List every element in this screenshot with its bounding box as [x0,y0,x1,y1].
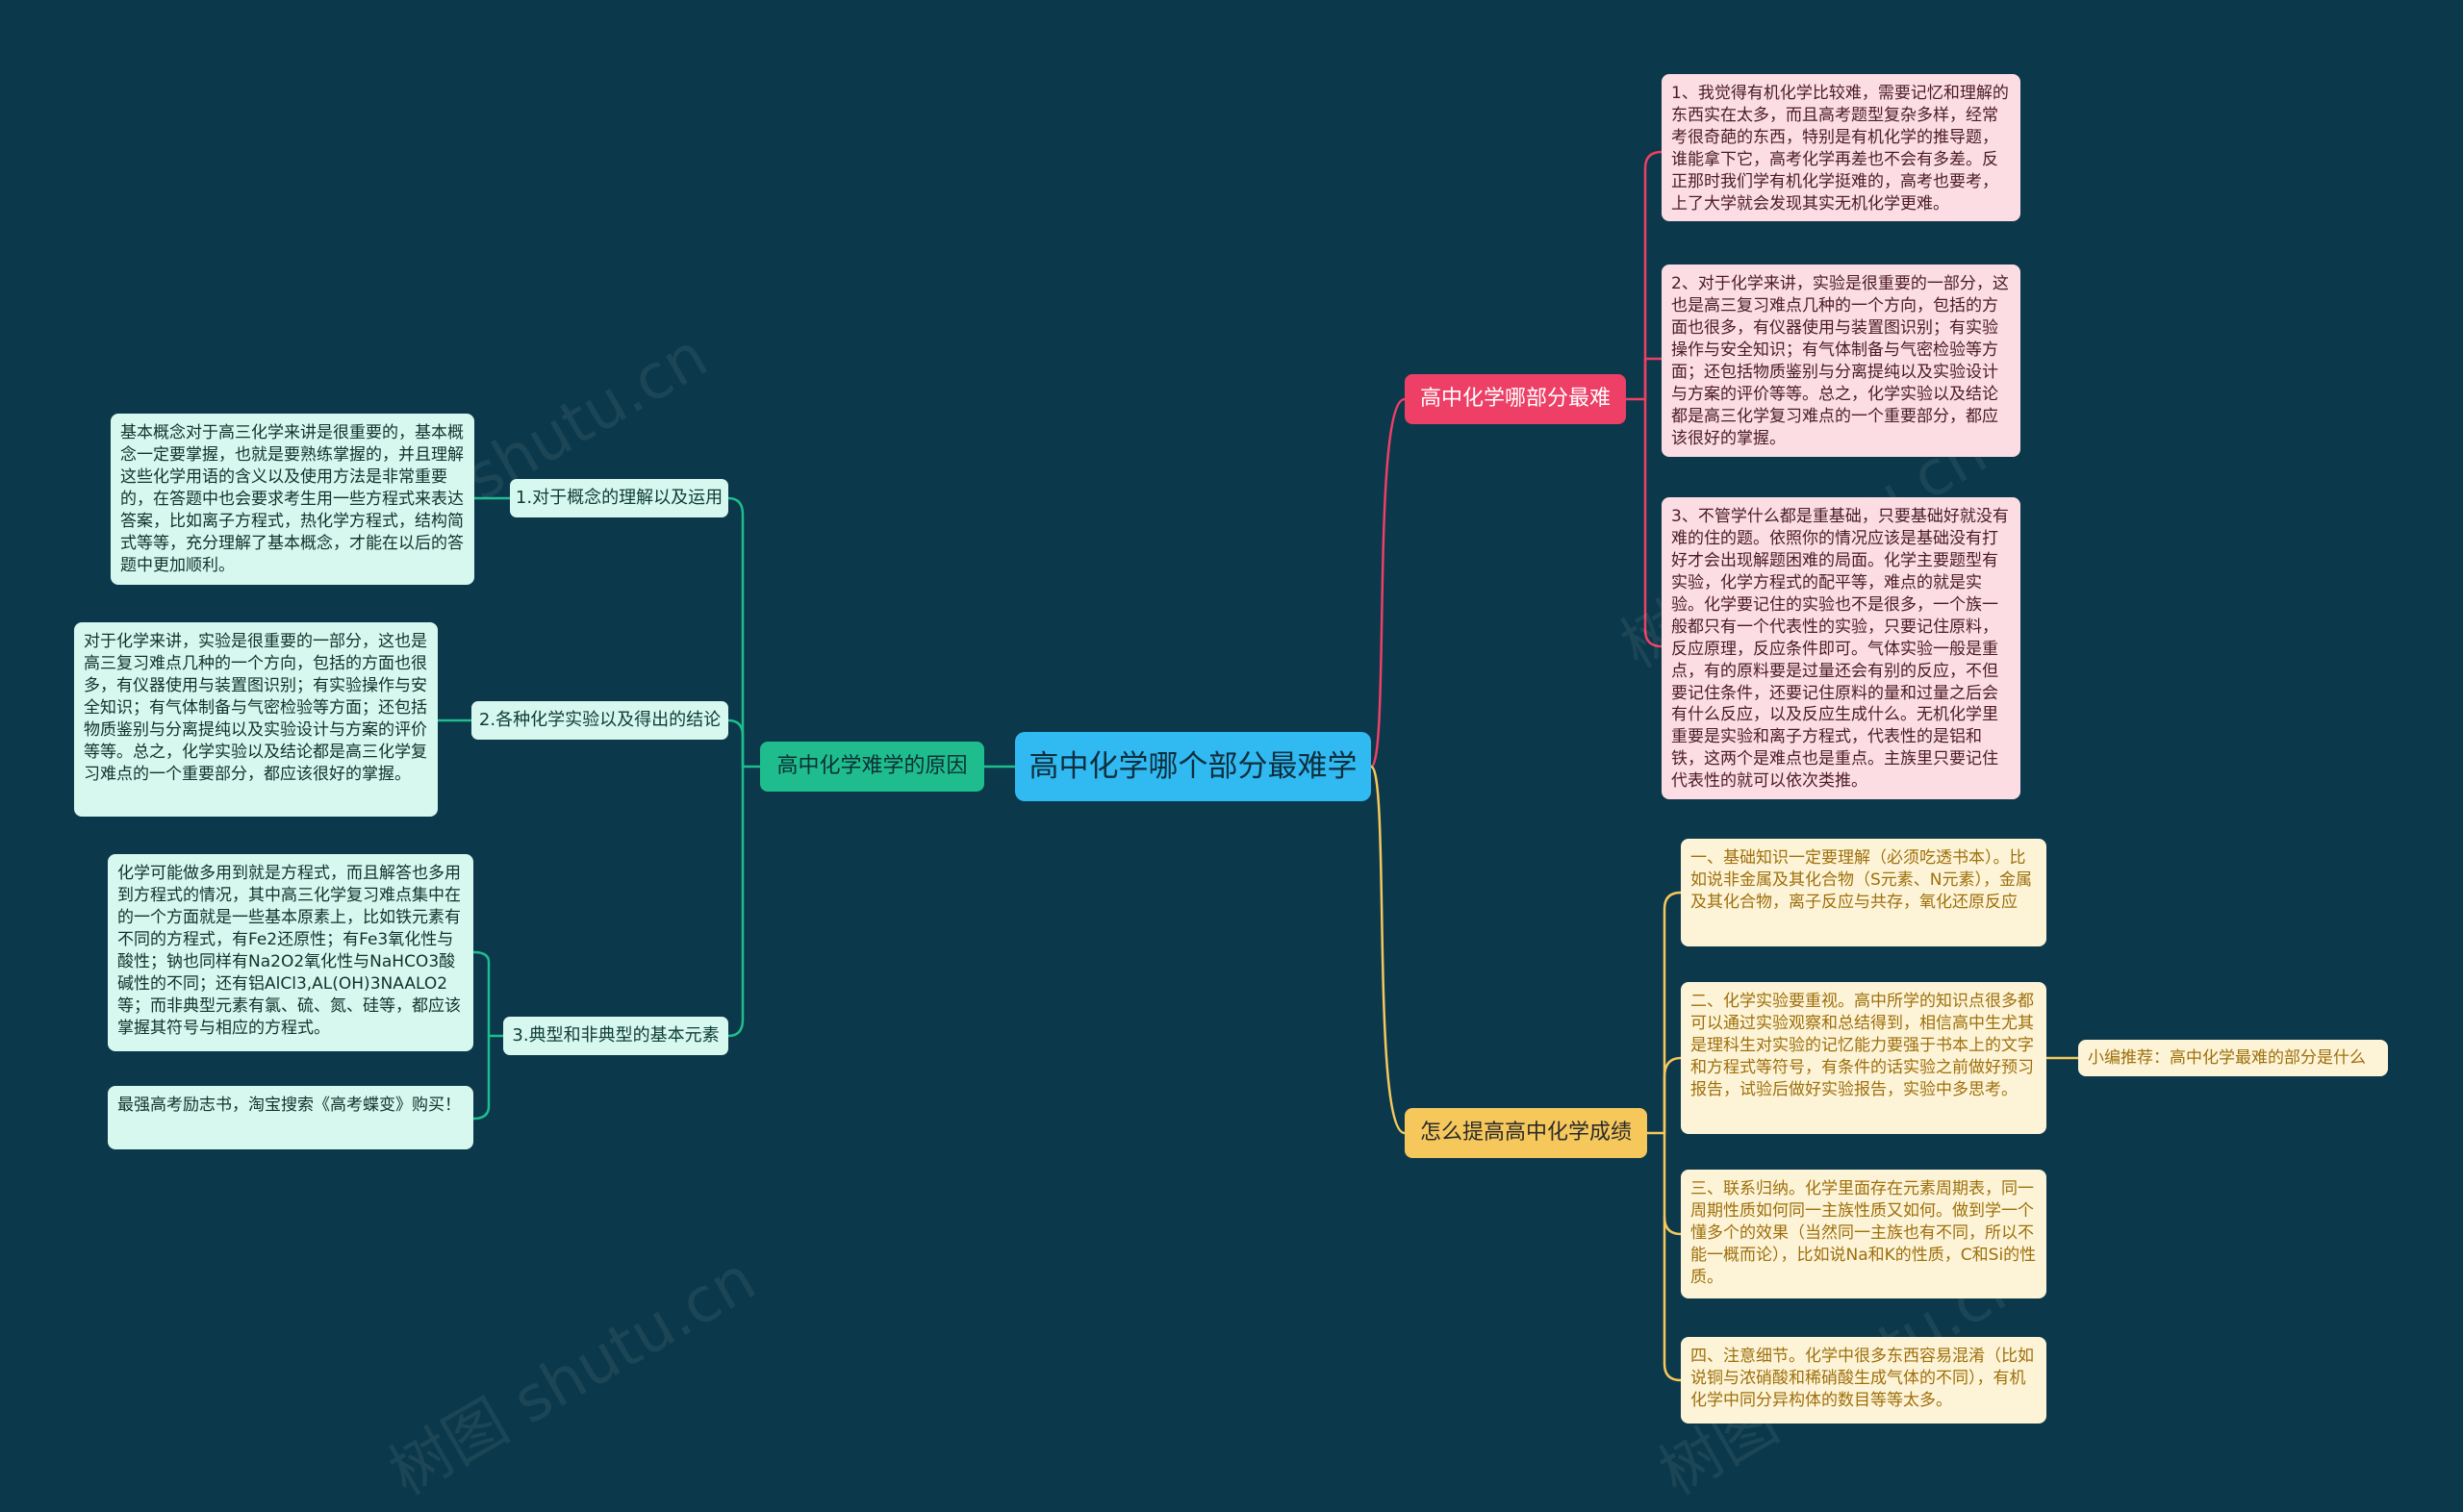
leaf-improve-4[interactable]: 四、注意细节。化学中很多东西容易混淆（比如说铜与浓硝酸和稀硝酸生成气体的不同），… [1681,1337,2046,1424]
link-difficult-2 [1643,357,1662,399]
link-reasons-sub3 [727,767,745,1038]
branch-reasons-hard[interactable]: 高中化学难学的原因 [760,742,984,792]
leaf-experiments[interactable]: 对于化学来讲，实验是很重要的一部分，这也是高三复习难点几种的一个方向，包括的方面… [74,622,438,817]
sub-experiments-conclusions[interactable]: 2.各种化学实验以及得出的结论 [471,701,728,740]
leaf-improve-3[interactable]: 三、联系归纳。化学里面存在元素周期表，同一周期性质如何同一主族性质又如何。做到学… [1681,1170,2046,1298]
sub-basic-elements[interactable]: 3.典型和非典型的基本元素 [503,1017,728,1055]
link-reasons-sub1 [727,496,760,769]
leaf-hardest-2[interactable]: 2、对于化学来讲，实验是很重要的一部分，这也是高三复习难点几种的一个方向，包括的… [1662,265,2020,457]
leaf-recommend[interactable]: 小编推荐：高中化学最难的部分是什么 [2078,1040,2388,1076]
sub-concept-understanding[interactable]: 1.对于概念的理解以及运用 [510,479,728,517]
link-root-difficult [1369,397,1406,769]
link-improve-1 [1647,891,1682,1135]
leaf-hardest-3[interactable]: 3、不管学什么都是重基础，只要基础好就没有难的住的题。依照你的情况应该是基础没有… [1662,497,2020,799]
leaf-improve-1[interactable]: 一、基础知识一定要理解（必须吃透书本）。比如说非金属及其化合物（S元素、N元素）… [1681,839,2046,946]
link-difficult-1 [1626,150,1663,401]
leaf-improve-2[interactable]: 二、化学实验要重视。高中所学的知识点很多都可以通过实验观察和总结得到，相信高中生… [1681,982,2046,1134]
link-improve-3 [1663,1133,1682,1236]
leaf-book-promo[interactable]: 最强高考励志书，淘宝搜索《高考蝶变》购买！ [108,1086,473,1149]
leaf-elements[interactable]: 化学可能做多用到就是方程式，而且解答也多用到方程式的情况，其中高三化学复习难点集… [108,854,473,1051]
link-reasons-sub2 [727,718,745,767]
link-improve-2 [1663,1056,1682,1133]
root-topic[interactable]: 高中化学哪个部分最难学 [1015,732,1371,801]
branch-how-to-improve[interactable]: 怎么提高高中化学成绩 [1405,1108,1647,1158]
link-sub3-leaf2 [472,1036,491,1121]
link-difficult-3 [1643,399,1663,648]
link-root-improve [1369,765,1406,1135]
link-improve-4 [1663,1217,1682,1382]
leaf-concept[interactable]: 基本概念对于高三化学来讲是很重要的，基本概念一定要掌握，也就是要熟练掌握的，并且… [111,414,474,585]
link-sub3-leaf1 [472,950,503,1038]
leaf-hardest-1[interactable]: 1、我觉得有机化学比较难，需要记忆和理解的东西实在太多，而且高考题型复杂多样，经… [1662,74,2020,221]
branch-hardest-part[interactable]: 高中化学哪部分最难 [1405,374,1626,424]
